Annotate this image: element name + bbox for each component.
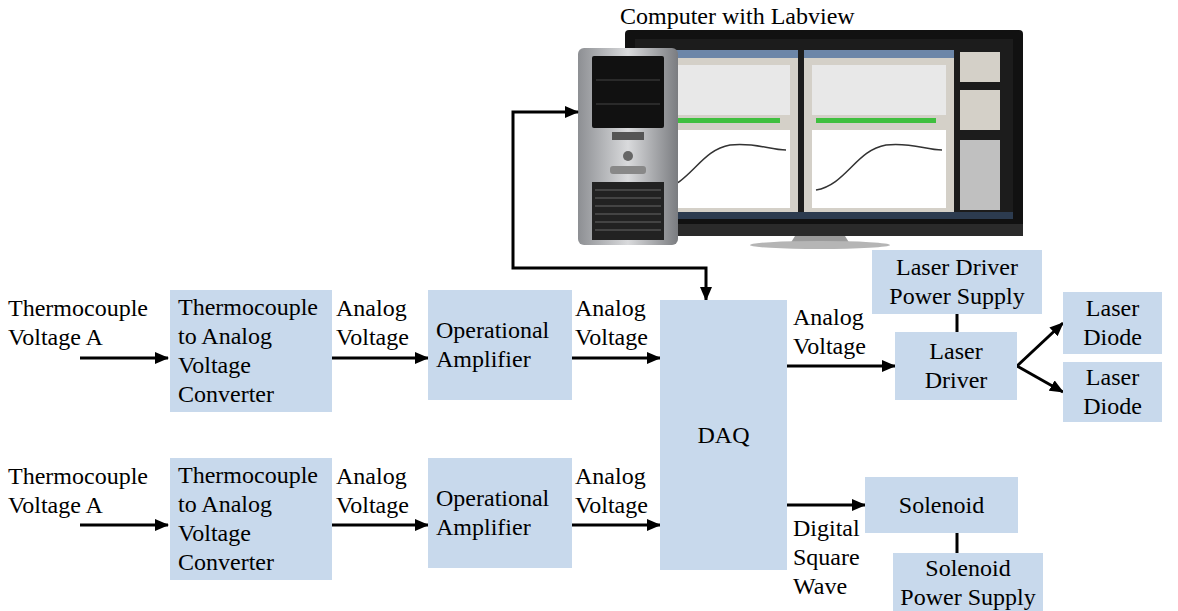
- monitor-part: [816, 144, 942, 190]
- connector-arrow: [332, 524, 428, 527]
- monitor-part: [625, 30, 1023, 236]
- connector-arrow: [513, 112, 706, 300]
- tower-part: [578, 48, 678, 245]
- box-text: Solenoid Power Supply: [897, 554, 1039, 611]
- connector-arrow: [956, 533, 959, 553]
- tower-part: [595, 198, 661, 199]
- monitor-part: [960, 52, 1000, 82]
- box-text: Laser Diode: [1067, 294, 1158, 352]
- process-box: Laser Diode: [1063, 292, 1162, 354]
- process-box: Operational Amplifier: [428, 290, 572, 400]
- monitor-part: [812, 130, 946, 208]
- signal-label: Thermocouple Voltage A: [8, 462, 168, 520]
- process-box: Thermocouple to Analog Voltage Converter: [170, 290, 332, 412]
- monitor-part: [804, 50, 954, 58]
- computer-label: Computer with Labview: [620, 2, 1025, 31]
- box-text: Laser Driver Power Supply: [880, 253, 1034, 311]
- monitor-part: [816, 118, 936, 123]
- edge-label: Analog Voltage: [793, 303, 873, 361]
- connector-arrow: [787, 504, 865, 507]
- monitor-part: [660, 144, 786, 190]
- process-box: Thermocouple to Analog Voltage Converter: [170, 458, 332, 580]
- monitor: [625, 30, 1023, 249]
- tower-part: [596, 104, 660, 105]
- box-text: DAQ: [666, 421, 781, 450]
- monitor-part: [635, 39, 1013, 219]
- tower-part: [596, 80, 660, 81]
- monitor-part: [635, 212, 1013, 219]
- tower-part: [612, 132, 644, 140]
- connector-arrow: [1017, 323, 1063, 366]
- monitor-part: [625, 224, 1023, 236]
- edge-label: Analog Voltage: [575, 294, 659, 352]
- tower: [578, 48, 678, 245]
- box-text: Laser Driver: [903, 337, 1009, 395]
- input-arrows-part: [80, 524, 168, 527]
- process-box: DAQ: [660, 300, 787, 570]
- input-arrows-part: [80, 357, 168, 360]
- process-box: Laser Diode: [1063, 362, 1162, 422]
- tower-part: [595, 214, 661, 215]
- connector-arrow: [1017, 366, 1063, 392]
- connector-arrow: [956, 314, 959, 332]
- box-text: Operational Amplifier: [436, 484, 564, 542]
- edge-label: Analog Voltage: [575, 462, 659, 520]
- connector-arrow: [787, 365, 895, 368]
- tower-part: [595, 206, 661, 207]
- box-text: Laser Diode: [1067, 363, 1158, 421]
- process-box: Solenoid: [865, 477, 1018, 533]
- box-text: Solenoid: [873, 491, 1010, 520]
- monitor-part: [804, 50, 954, 215]
- box-text: Operational Amplifier: [436, 316, 564, 374]
- edge-label: Analog Voltage: [336, 462, 426, 520]
- tower-part: [610, 166, 646, 174]
- box-text: Thermocouple to Analog Voltage Converter: [178, 293, 324, 408]
- monitor-part: [750, 241, 890, 249]
- process-box: Laser Driver Power Supply: [872, 250, 1042, 314]
- monitor-part: [960, 90, 1000, 130]
- process-box: Laser Driver: [895, 332, 1017, 400]
- connector-arrow: [332, 357, 428, 360]
- tower-part: [623, 151, 633, 161]
- computer-node: Computer with Labview: [575, 2, 1025, 248]
- connector-arrow: [572, 524, 660, 527]
- monitor-part: [960, 140, 1000, 210]
- monitor-part: [812, 65, 946, 115]
- edge-label: Digital Square Wave: [793, 514, 873, 600]
- process-box: Operational Amplifier: [428, 458, 572, 568]
- tower-part: [592, 56, 664, 128]
- connector-arrow: [572, 357, 660, 360]
- tower-part: [592, 182, 664, 240]
- process-box: Solenoid Power Supply: [893, 553, 1043, 611]
- tower-part: [595, 222, 661, 223]
- box-text: Thermocouple to Analog Voltage Converter: [178, 461, 324, 576]
- signal-label: Thermocouple Voltage A: [8, 294, 168, 352]
- tower-part: [595, 230, 661, 231]
- edge-label: Analog Voltage: [336, 294, 426, 352]
- tower-part: [595, 190, 661, 191]
